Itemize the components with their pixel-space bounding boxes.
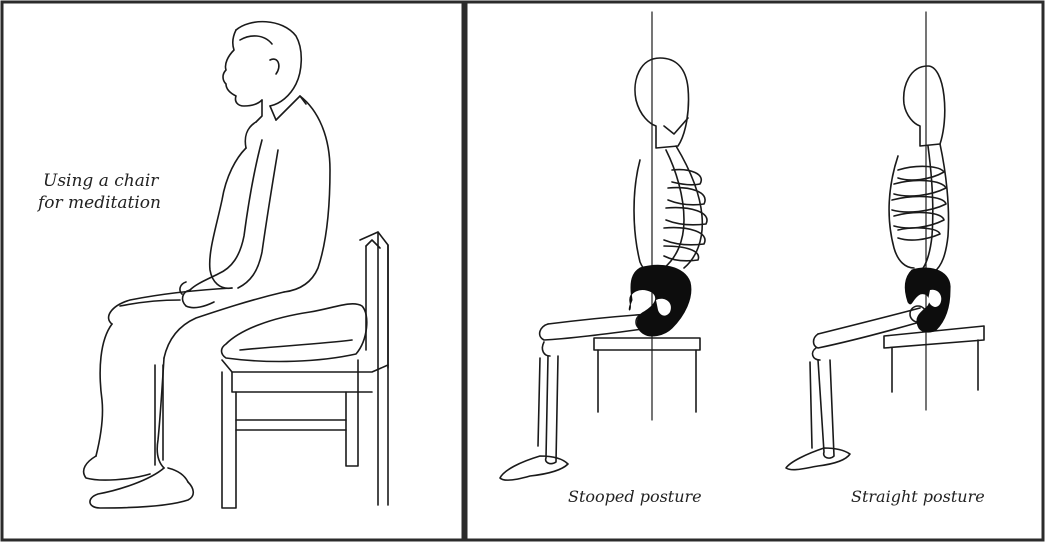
chair-caption-line-2: for meditation <box>38 192 161 214</box>
chair-drawing <box>155 232 388 508</box>
right-panel-frame <box>466 2 1043 540</box>
stooped-caption: Stooped posture <box>568 487 702 506</box>
straight-caption: Straight posture <box>851 487 985 506</box>
straight-skeleton <box>786 12 984 470</box>
man-figure <box>84 22 367 508</box>
chair-caption-line-1: Using a chair <box>38 170 161 192</box>
chair-caption: Using a chair for meditation <box>38 170 161 214</box>
straight-pelvis <box>905 268 950 332</box>
stooped-skeleton <box>500 12 707 480</box>
left-panel-frame <box>2 2 463 540</box>
